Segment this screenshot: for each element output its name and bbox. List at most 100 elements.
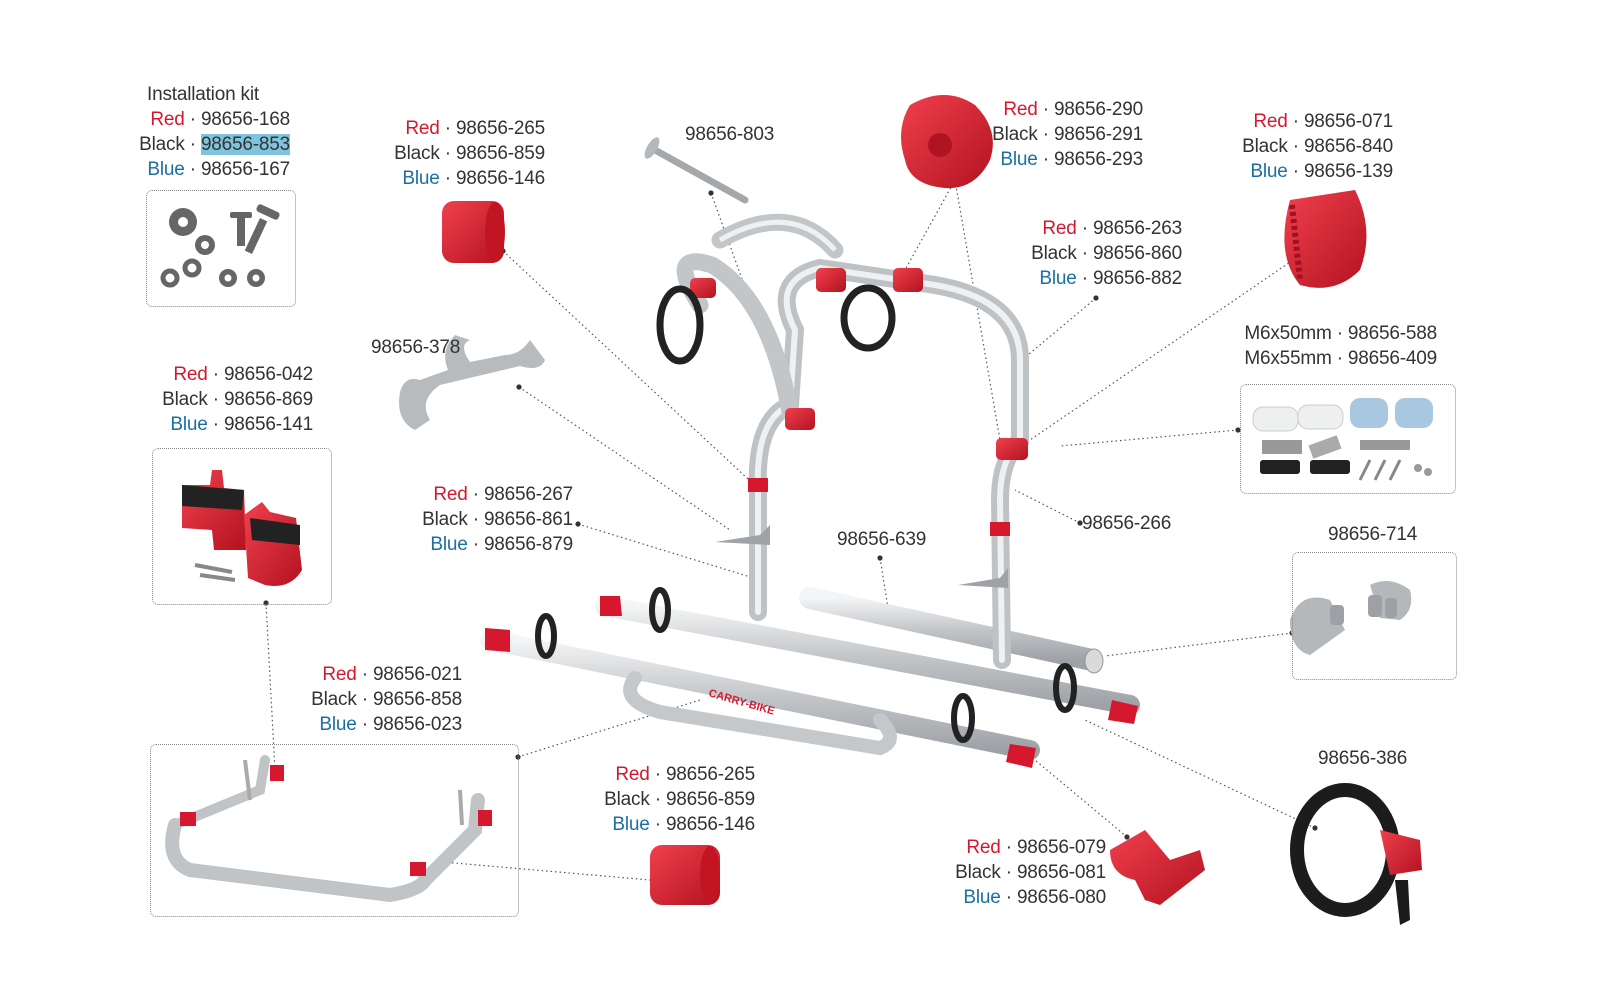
color-black: Black [992,124,1038,145]
bow-021 [165,755,492,903]
knob [901,95,993,189]
part-code[interactable]: 98656-081 [1016,862,1106,883]
part-code[interactable]: 98656-079 [1016,837,1106,858]
color-red: Red [173,364,208,385]
part-code[interactable]: 98656-042 [223,364,313,385]
part-code[interactable]: M6x50mm · 98656-588 [1244,323,1437,344]
color-black: Black [139,134,185,155]
part-code[interactable]: 98656-858 [372,689,462,710]
part-code-selected[interactable]: 98656-853 [200,134,290,155]
part-code[interactable]: 98656-168 [200,109,290,130]
part-code[interactable]: 98656-291 [1053,124,1143,145]
ratchet-knob [1284,190,1367,288]
part-code[interactable]: 98656-386 [1318,748,1408,769]
color-blue: Blue [963,887,1001,908]
color-red: Red [405,118,440,139]
installation-kit-codes: Red · 98656-168 Black · 98656-853 Blue ·… [139,109,290,180]
clamp-042 [182,470,302,586]
color-black: Black [1242,136,1288,157]
end-cap-top-label: Red · 98656-265 Black · 98656-859 Blue ·… [394,118,545,189]
color-black: Black [162,389,208,410]
part-code[interactable]: 98656-266 [1082,513,1172,534]
part-code[interactable]: 98656-263 [1092,218,1182,239]
part-code[interactable]: 98656-882 [1092,268,1182,289]
screws-label: M6x50mm · 98656-588 M6x55mm · 98656-409 [1244,321,1437,371]
bow-021-label: Red · 98656-021 Black · 98656-858 Blue ·… [311,664,462,735]
installation-kit-icons [160,204,280,288]
part-code[interactable]: 98656-139 [1303,161,1393,182]
part-code[interactable]: 98656-714 [1328,524,1418,545]
main-tube [799,587,1104,674]
color-blue: Blue [147,159,185,180]
color-blue: Blue [612,814,650,835]
clamp-042-box [152,448,332,605]
color-red: Red [1253,111,1288,132]
caps-714 [1290,581,1412,655]
part-code[interactable]: 98656-840 [1303,136,1393,157]
part-code[interactable]: 98656-861 [483,509,573,530]
color-black: Black [394,143,440,164]
bolt-label: 98656-803 [685,122,774,147]
part-code[interactable]: 98656-803 [685,124,775,145]
part-code[interactable]: 98656-265 [455,118,545,139]
screw-icon [230,204,280,255]
bolt [644,137,749,204]
end-cap-top [442,201,505,263]
part-code[interactable]: 98656-167 [200,159,290,180]
holder-378 [399,335,545,430]
part-code[interactable]: 98656-146 [455,168,545,189]
lower-rail [623,671,897,756]
color-black: Black [311,689,357,710]
installation-kit-label: Installation kit [147,82,259,107]
color-red: Red [966,837,1001,858]
part-code[interactable]: 98656-860 [1092,243,1182,264]
part-code[interactable]: 98656-639 [837,529,927,550]
part-code[interactable]: 98656-080 [1016,887,1106,908]
bow-021-box [150,744,519,917]
rail-front [480,613,1040,768]
ring-267-label: Red · 98656-267 Black · 98656-861 Blue ·… [422,484,573,555]
nut-icon [219,269,265,287]
rail-back [595,587,1140,724]
part-code[interactable]: 98656-265 [665,764,755,785]
color-blue: Blue [170,414,208,435]
part-code[interactable]: 98656-859 [455,143,545,164]
part-code[interactable]: 98656-290 [1053,99,1143,120]
color-blue: Blue [319,714,357,735]
end-cap-bottom [650,845,720,905]
ratchet-label: Red · 98656-071 Black · 98656-840 Blue ·… [1242,111,1393,182]
color-blue: Blue [1000,149,1038,170]
part-code[interactable]: 98656-859 [665,789,755,810]
color-black: Black [1031,243,1077,264]
part-code[interactable]: 98656-023 [372,714,462,735]
part-code[interactable]: 98656-293 [1053,149,1143,170]
wheel-holder [1110,830,1205,905]
color-blue: Blue [1039,268,1077,289]
top-arch [676,213,844,421]
knob-label: Red · 98656-290 Black · 98656-291 Blue ·… [992,99,1143,170]
part-code[interactable]: M6x55mm · 98656-409 [1244,348,1437,369]
part-code[interactable]: 98656-869 [223,389,313,410]
part-code[interactable]: 98656-141 [223,414,313,435]
wheel-holder-label: Red · 98656-079 Black · 98656-081 Blue ·… [955,837,1106,908]
caps-714-box [1292,552,1457,680]
color-black: Black [604,789,650,810]
caps-714-label: 98656-714 [1328,522,1417,547]
part-code[interactable]: 98656-071 [1303,111,1393,132]
part-code[interactable]: 98656-879 [483,534,573,555]
chain-link-icon [160,258,202,288]
color-red: Red [615,764,650,785]
color-red: Red [1042,218,1077,239]
color-red: Red [150,109,185,130]
part-code[interactable]: 98656-378 [371,337,461,358]
end-cap-bottom-label: Red · 98656-265 Black · 98656-859 Blue ·… [604,764,755,835]
installation-kit-title: Installation kit [147,84,259,105]
tube-639-label: 98656-639 [837,527,926,552]
part-code[interactable]: 98656-267 [483,484,573,505]
part-code[interactable]: 98656-146 [665,814,755,835]
installation-kit-box [146,190,296,307]
part-code[interactable]: 98656-021 [372,664,462,685]
mounting-hardware-box [1240,384,1456,494]
frame-clamp-label: Red · 98656-263 Black · 98656-860 Blue ·… [1031,218,1182,289]
